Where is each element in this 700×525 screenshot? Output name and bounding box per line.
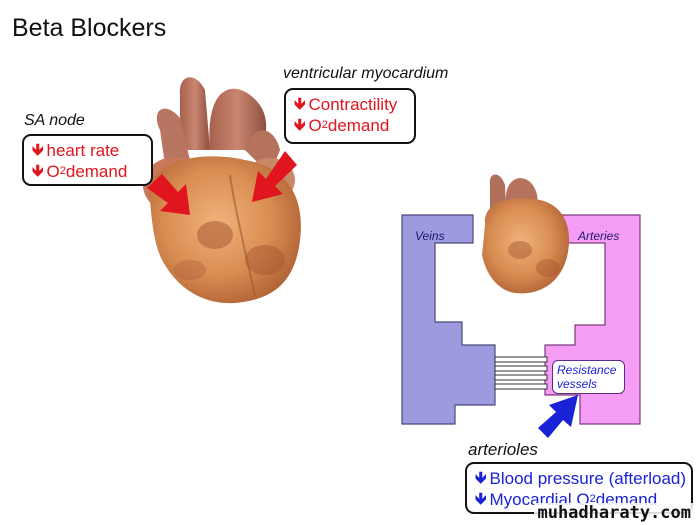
resistance-text: Resistance — [557, 363, 617, 377]
ventricular-o2-text: O — [308, 116, 322, 135]
subscript: 2 — [321, 119, 328, 131]
down-arrow-icon: 🡻 — [32, 142, 44, 159]
arteries-label: Arteries — [578, 229, 620, 243]
down-arrow-icon: 🡻 — [294, 117, 306, 134]
subscript: 2 — [59, 165, 66, 177]
down-arrow-icon: 🡻 — [475, 491, 487, 508]
ventricular-arrow — [252, 151, 297, 202]
arterioles-effect-blood-pressure: 🡻 Blood pressure (afterload) — [475, 468, 686, 489]
arterioles-label: arterioles — [468, 440, 538, 459]
page-title: Beta Blockers — [12, 14, 167, 42]
sa-node-effect-heart-rate: 🡻 heart rate — [32, 140, 143, 161]
subscript: 2 — [589, 493, 596, 505]
sa-node-o2-text: O — [46, 162, 60, 181]
sa-node-heart-rate-text: heart rate — [46, 141, 120, 160]
watermark: muhadharaty.com — [534, 503, 694, 523]
ventricular-myocardium-label: ventricular myocardium — [283, 65, 449, 82]
down-arrow-icon: 🡻 — [475, 470, 487, 487]
contractility-text: Contractility — [308, 95, 398, 114]
arterioles-arrow — [538, 395, 578, 438]
down-arrow-icon: 🡻 — [32, 163, 44, 180]
vessels-text: vessels — [557, 377, 598, 391]
small-heart-illustration — [482, 174, 570, 294]
blood-pressure-text: Blood pressure (afterload) — [489, 469, 687, 488]
down-arrow-icon: 🡻 — [294, 96, 306, 113]
sa-node-label: SA node — [24, 112, 85, 129]
ventricular-demand-text: demand — [327, 116, 390, 135]
resistance-vessels-box: Resistance vessels — [552, 360, 625, 394]
sa-node-demand-text: demand — [65, 162, 128, 181]
ventricular-effect-contractility: 🡻 Contractility — [294, 94, 406, 115]
veins-label: Veins — [415, 229, 445, 243]
sa-node-arrow — [147, 174, 190, 215]
